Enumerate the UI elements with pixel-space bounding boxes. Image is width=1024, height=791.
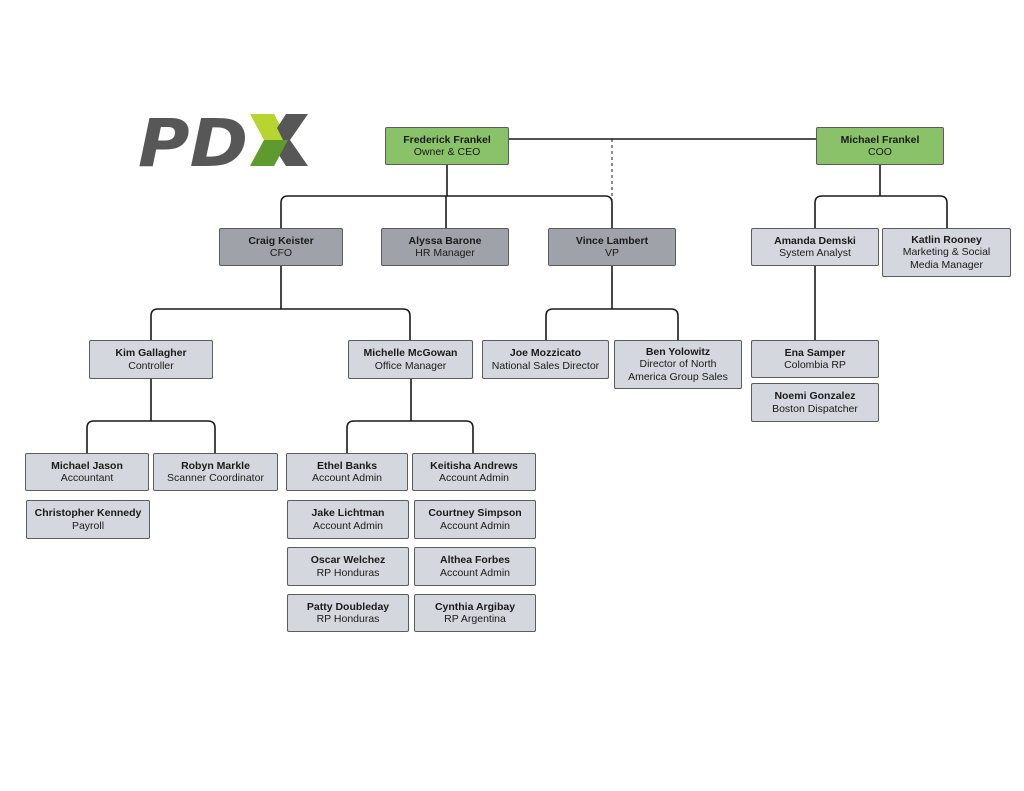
node-keitisha-andrews: Keitisha Andrews Account Admin xyxy=(412,453,536,491)
node-title: RP Argentina xyxy=(444,613,506,625)
node-oscar-welchez: Oscar Welchez RP Honduras xyxy=(287,547,409,586)
node-title: Controller xyxy=(128,359,174,372)
node-vince-lambert: Vince Lambert VP xyxy=(548,228,676,266)
node-name: Keitisha Andrews xyxy=(430,459,518,472)
node-title: Account Admin xyxy=(439,566,511,579)
node-noemi-gonzalez: Noemi Gonzalez Boston Dispatcher xyxy=(751,383,879,422)
node-name: Frederick Frankel xyxy=(403,133,491,146)
node-ethel-banks: Ethel Banks Account Admin xyxy=(286,453,408,491)
node-title: Boston Dispatcher xyxy=(772,402,858,415)
node-title: CFO xyxy=(269,247,293,259)
node-name: Ethel Banks xyxy=(316,459,378,472)
node-title: Director of North America Group Sales xyxy=(628,358,728,383)
node-name: Althea Forbes xyxy=(439,554,510,566)
node-title: Account Admin xyxy=(438,472,510,484)
node-title: Office Manager xyxy=(374,359,447,372)
node-frederick-frankel: Frederick Frankel Owner & CEO xyxy=(385,127,509,165)
node-name: Oscar Welchez xyxy=(310,554,386,566)
node-title: Payroll xyxy=(71,519,105,532)
node-name: Robyn Markle xyxy=(181,459,250,472)
node-title: Owner & CEO xyxy=(413,146,481,158)
node-name: Michael Jason xyxy=(51,459,123,472)
node-althea-forbes: Althea Forbes Account Admin xyxy=(414,547,536,586)
node-cynthia-argibay: Cynthia Argibay RP Argentina xyxy=(414,594,536,632)
node-name: Alyssa Barone xyxy=(408,234,482,247)
node-kim-gallagher: Kim Gallagher Controller xyxy=(89,340,213,379)
node-name: Michelle McGowan xyxy=(363,347,458,359)
node-name: Noemi Gonzalez xyxy=(774,390,856,402)
node-michelle-mcgowan: Michelle McGowan Office Manager xyxy=(348,340,473,379)
node-name: Craig Keister xyxy=(248,234,314,247)
node-ben-yolowitz: Ben Yolowitz Director of North America G… xyxy=(614,340,742,389)
node-name: Courtney Simpson xyxy=(428,507,522,519)
node-title: RP Honduras xyxy=(316,613,380,625)
node-name: Christopher Kennedy xyxy=(34,507,142,519)
node-joe-mozzicato: Joe Mozzicato National Sales Director xyxy=(482,340,609,379)
node-name: Patty Doubleday xyxy=(306,600,390,613)
svg-text:PD: PD xyxy=(138,110,248,170)
node-name: Vince Lambert xyxy=(575,234,649,247)
node-michael-frankel: Michael Frankel COO xyxy=(816,127,944,165)
node-ena-samper: Ena Samper Colombia RP xyxy=(751,340,879,378)
node-name: Joe Mozzicato xyxy=(509,347,582,359)
node-craig-keister: Craig Keister CFO xyxy=(219,228,343,266)
node-jake-lichtman: Jake Lichtman Account Admin xyxy=(287,500,409,539)
node-title: Colombia RP xyxy=(784,359,846,371)
node-title: VP xyxy=(604,247,619,259)
node-title: National Sales Director xyxy=(491,359,600,372)
node-christopher-kennedy: Christopher Kennedy Payroll xyxy=(26,500,150,539)
node-patty-doubleday: Patty Doubleday RP Honduras xyxy=(287,594,409,632)
node-title: COO xyxy=(868,146,892,158)
node-name: Amanda Demski xyxy=(774,234,856,247)
node-title: HR Manager xyxy=(415,247,475,259)
node-alyssa-barone: Alyssa Barone HR Manager xyxy=(381,228,509,266)
node-name: Cynthia Argibay xyxy=(434,600,516,613)
node-name: Katlin Rooney xyxy=(911,233,982,246)
node-katlin-rooney: Katlin Rooney Marketing & Social Media M… xyxy=(882,228,1011,277)
node-robyn-markle: Robyn Markle Scanner Coordinator xyxy=(153,453,278,491)
node-title: System Analyst xyxy=(779,247,851,259)
node-name: Kim Gallagher xyxy=(115,347,187,359)
node-name: Ben Yolowitz xyxy=(645,345,711,358)
node-courtney-simpson: Courtney Simpson Account Admin xyxy=(414,500,536,539)
node-name: Jake Lichtman xyxy=(311,507,385,519)
node-amanda-demski: Amanda Demski System Analyst xyxy=(751,228,879,266)
node-title: Account Admin xyxy=(439,519,511,532)
node-title: RP Honduras xyxy=(316,566,380,579)
node-name: Ena Samper xyxy=(784,346,846,359)
node-name: Michael Frankel xyxy=(840,133,920,146)
node-title: Marketing & Social Media Manager xyxy=(902,246,991,271)
node-title: Account Admin xyxy=(311,472,383,484)
node-michael-jason: Michael Jason Accountant xyxy=(25,453,149,491)
pdx-logo: PD xyxy=(138,110,308,170)
node-title: Account Admin xyxy=(312,519,384,532)
node-title: Accountant xyxy=(60,472,114,484)
node-title: Scanner Coordinator xyxy=(167,472,264,484)
